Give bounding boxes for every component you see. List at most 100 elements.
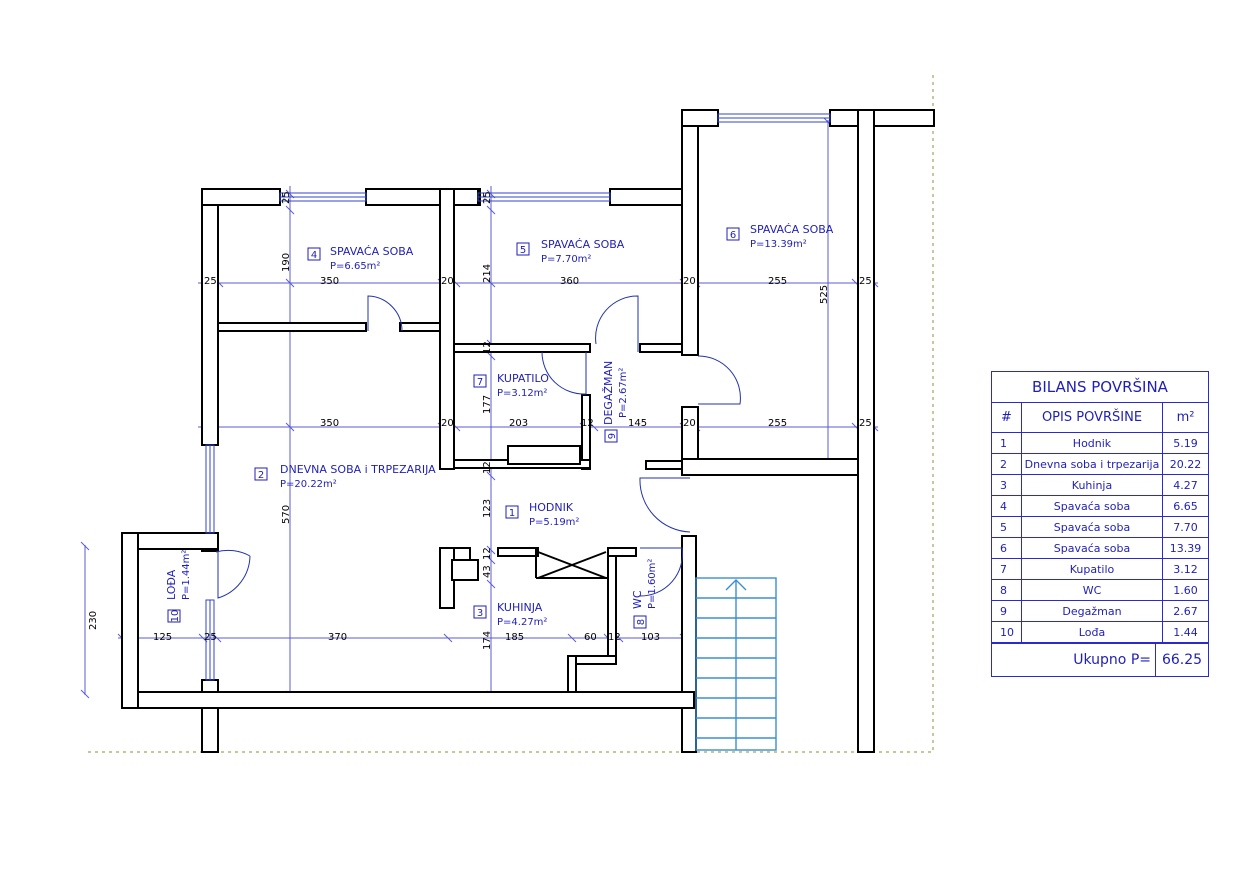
dim-text: 12 <box>482 341 493 354</box>
walls <box>121 109 935 753</box>
room-name: KUHINJA <box>497 601 543 614</box>
dim-text: 12 <box>608 632 621 643</box>
dim-text: 123 <box>482 499 493 518</box>
dim-text: 360 <box>560 276 579 287</box>
dim-text: 174 <box>482 631 493 650</box>
dim-text: 350 <box>320 418 339 429</box>
dim-text: 370 <box>328 632 347 643</box>
cell-name: Dnevna soba i trpezarija <box>1021 453 1163 475</box>
dim-text: 570 <box>281 505 292 524</box>
cell-number: 7 <box>992 558 1022 580</box>
room-name: SPAVAĆA SOBA <box>750 223 834 236</box>
staircase <box>695 577 777 751</box>
dim-text: 60 <box>584 632 597 643</box>
room-area: P=5.19m² <box>529 517 579 528</box>
dim-text: 230 <box>88 611 99 630</box>
cell-name: Degažman <box>1021 600 1163 622</box>
cell-area: 4.27 <box>1162 474 1208 496</box>
room-number: 1 <box>509 508 515 519</box>
room-name: SPAVAĆA SOBA <box>541 238 625 251</box>
room-label: 7 KUPATILO P=3.12m² <box>473 372 549 399</box>
room-area: P=1.60m² <box>647 559 658 609</box>
room-area: P=13.39m² <box>750 239 807 250</box>
room-number: 10 <box>170 610 181 623</box>
cell-name: Kuhinja <box>1021 474 1163 496</box>
room-label: 1 HODNIK P=5.19m² <box>505 501 579 528</box>
room-number: 2 <box>258 470 264 481</box>
room-label: 5 SPAVAĆA SOBA P=7.70m² <box>516 238 625 265</box>
table-title: BILANS POVRŠINA <box>992 372 1208 403</box>
room-number: 3 <box>477 608 483 619</box>
cell-area: 20.22 <box>1162 453 1208 475</box>
room-label: 6 SPAVAĆA SOBA P=13.39m² <box>726 223 834 250</box>
room-name: DNEVNA SOBA i TRPEZARIJA <box>280 463 436 476</box>
dim-text: 20 <box>441 418 454 429</box>
dim-text: 43 <box>482 565 493 578</box>
room-area: P=1.44m² <box>181 550 192 600</box>
dim-text: 203 <box>509 418 528 429</box>
room-area: P=3.12m² <box>497 388 547 399</box>
cell-number: 8 <box>992 579 1022 601</box>
room-label: 2 DNEVNA SOBA i TRPEZARIJA P=20.22m² <box>254 463 436 490</box>
cell-number: 1 <box>992 432 1022 454</box>
cell-name: Spavaća soba <box>1021 495 1163 517</box>
total-value: 66.25 <box>1155 644 1208 676</box>
dim-text: 255 <box>768 418 787 429</box>
room-name: LOĐA <box>165 569 178 600</box>
room-name: HODNIK <box>529 501 574 514</box>
dim-text: 12 <box>482 461 493 474</box>
column-header: OPIS POVRŠINE <box>1021 403 1163 433</box>
room-area: P=7.70m² <box>541 254 591 265</box>
cell-area: 2.67 <box>1162 600 1208 622</box>
room-label: 3 KUHINJA P=4.27m² <box>473 601 547 628</box>
dim-text: 20 <box>683 418 696 429</box>
room-label: 10 LOĐA P=1.44m² <box>165 550 192 623</box>
room-name: SPAVAĆA SOBA <box>330 245 414 258</box>
cell-name: Spavaća soba <box>1021 537 1163 559</box>
room-labels: 4 SPAVAĆA SOBA P=6.65m² 5 SPAVAĆA SOBA P… <box>165 223 834 629</box>
room-area: P=6.65m² <box>330 261 380 272</box>
kitchen-element <box>537 551 607 579</box>
table-header-row: # OPIS POVRŠINE m² <box>992 403 1208 433</box>
room-name: DEGAŽMAN <box>602 361 615 425</box>
cell-area: 13.39 <box>1162 537 1208 559</box>
room-name: WC <box>631 590 644 609</box>
column-header: m² <box>1162 403 1208 433</box>
dim-text: 20 <box>441 276 454 287</box>
dim-text: 177 <box>482 395 493 414</box>
dim-text: 25 <box>204 276 217 287</box>
doors <box>215 295 741 599</box>
windows <box>205 113 831 681</box>
dim-text: 525 <box>819 285 830 304</box>
room-label: 8 WC P=1.60m² <box>631 559 658 629</box>
cell-area: 5.19 <box>1162 432 1208 454</box>
column-header: # <box>992 403 1022 433</box>
dim-text: 12 <box>581 418 594 429</box>
room-number: 4 <box>311 250 317 261</box>
cell-name: Kupatilo <box>1021 558 1163 580</box>
dim-text: 214 <box>482 264 493 283</box>
cell-area: 7.70 <box>1162 516 1208 538</box>
dim-text: 125 <box>153 632 172 643</box>
dim-text: 190 <box>281 253 292 272</box>
cell-area: 1.44 <box>1162 621 1208 643</box>
room-label: 4 SPAVAĆA SOBA P=6.65m² <box>307 245 414 272</box>
dim-text: 255 <box>768 276 787 287</box>
dim-text: 25 <box>281 191 292 204</box>
dim-text: 103 <box>641 632 660 643</box>
plot-border-line <box>88 72 934 753</box>
dim-text: 185 <box>505 632 524 643</box>
dim-text: 25 <box>859 276 872 287</box>
cell-number: 9 <box>992 600 1022 622</box>
